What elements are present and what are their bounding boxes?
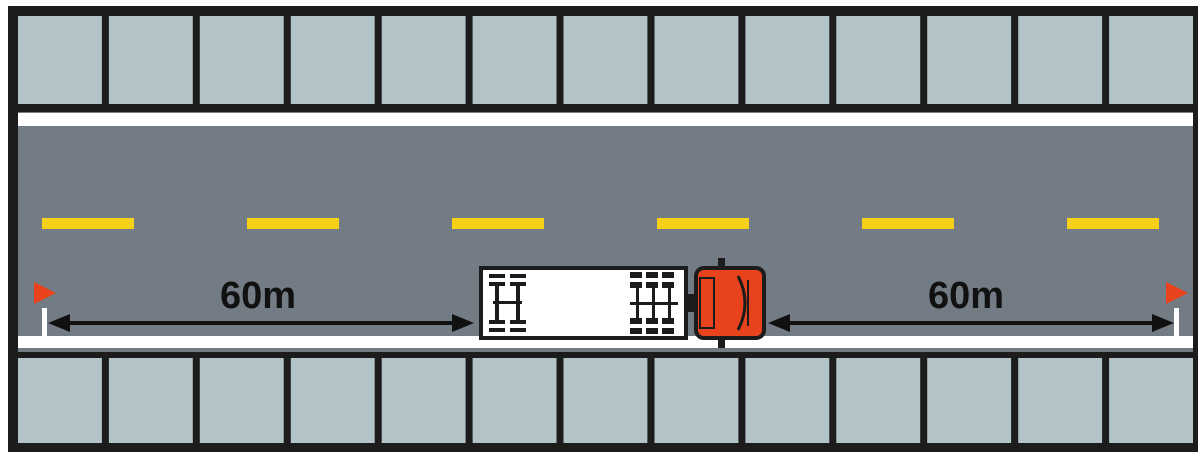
bottom-sidewalk-block [473,358,557,443]
bottom-sidewalk-block [382,358,466,443]
left-distance-label: 60m [220,275,296,317]
bottom-sidewalk-block [18,358,102,443]
bottom-sidewalk-block [745,358,829,443]
top-sidewalk-block [1018,16,1102,104]
top-edge-line [18,113,1193,126]
top-sidewalk-block [18,16,102,104]
top-sidewalk-block [473,16,557,104]
lane-dash [657,218,749,229]
top-sidewalk-block [745,16,829,104]
lane-dash [247,218,339,229]
top-sidewalk-block [655,16,739,104]
bottom-sidewalk-block [200,358,284,443]
bottom-sidewalk-block [1018,358,1102,443]
truck [481,258,764,348]
lane-dash [862,218,954,229]
bottom-sidewalk-block [291,358,375,443]
bottom-sidewalk-block [836,358,920,443]
top-sidewalk-block [1109,16,1193,104]
top-sidewalk-block [200,16,284,104]
top-sidewalk-block [382,16,466,104]
top-sidewalk-block [836,16,920,104]
lane-dash [42,218,134,229]
top-sidewalk-block [109,16,193,104]
top-sidewalk-block [291,16,375,104]
bottom-sidewalk-block [655,358,739,443]
top-sidewalk-block [927,16,1011,104]
right-distance-label: 60m [928,275,1004,317]
bottom-sidewalk-block [1109,358,1193,443]
left-flag-pole [42,308,47,338]
bottom-sidewalk-block [927,358,1011,443]
lane-dash [452,218,544,229]
lane-dash [1067,218,1159,229]
bottom-sidewalk-block [564,358,648,443]
bottom-sidewalk-block [109,358,193,443]
right-flag-pole [1174,308,1179,338]
top-sidewalk-block [564,16,648,104]
